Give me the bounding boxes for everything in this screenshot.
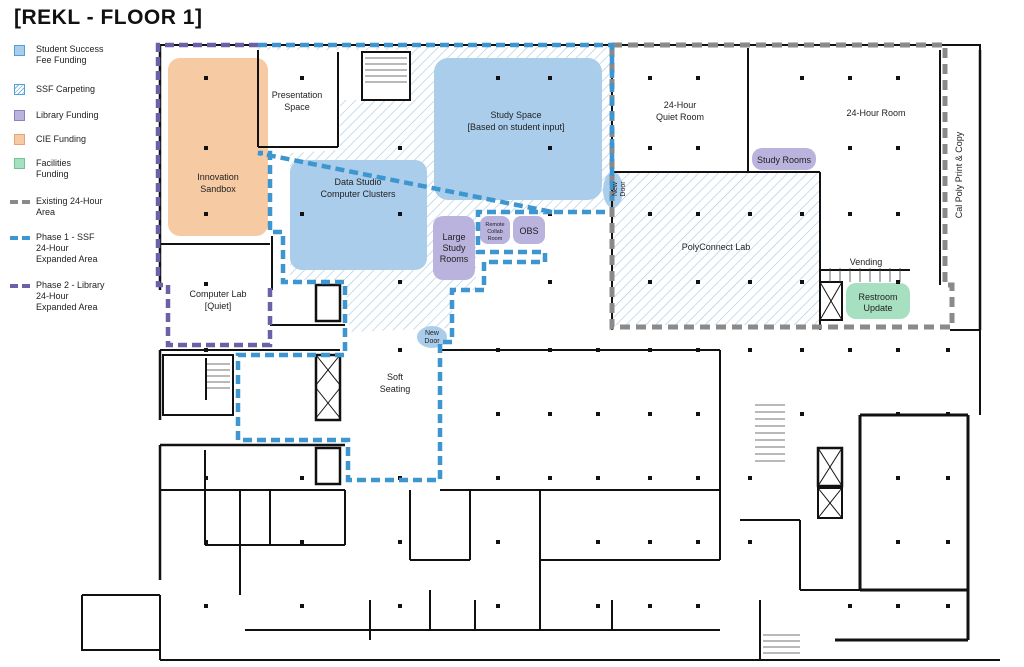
- obs-label: OBS: [519, 226, 538, 236]
- polyconnect-lab-label: PolyConnect Lab: [682, 242, 751, 252]
- legend-label: SSF Carpeting: [36, 84, 96, 94]
- funding-areas: [168, 58, 910, 348]
- legend-swatch: [14, 110, 25, 121]
- existing-24-hour-boundary: [609, 42, 955, 330]
- obs-area[interactable]: [513, 216, 545, 244]
- legend-swatch: [14, 84, 25, 95]
- remote-collab-area[interactable]: [480, 216, 510, 244]
- new-door-badge[interactable]: [417, 326, 447, 348]
- legend-swatch: [14, 158, 25, 169]
- legend-label: CIE Funding: [36, 134, 87, 144]
- 24-hour-room-label: 24-Hour Room: [846, 108, 905, 118]
- legend-dash: [10, 284, 30, 288]
- legend-label: Phase 2 - Library 24-Hour Expanded Area: [36, 280, 105, 312]
- phase-1-boundary: [235, 42, 615, 483]
- new-door-label: NewDoor: [612, 181, 627, 197]
- study-rooms-label: Study Rooms: [757, 155, 812, 165]
- legend-swatch: [14, 45, 25, 56]
- large-study-rooms-area[interactable]: [433, 216, 475, 280]
- legend-swatch: [14, 134, 25, 145]
- study-space-label: Study Space[Based on student input]: [467, 110, 564, 132]
- restroom-update-area[interactable]: [846, 283, 910, 319]
- print-copy-label: Cal Poly Print & Copy: [954, 131, 964, 218]
- study-rooms-area[interactable]: [752, 148, 816, 170]
- area-boundaries: [155, 42, 955, 483]
- map-title: [REKL - FLOOR 1]: [14, 6, 203, 29]
- legend-label: Existing 24-Hour Area: [36, 196, 103, 217]
- phase-2-boundary: [155, 42, 273, 348]
- legend-dash: [10, 200, 30, 204]
- innovation-sandbox-area[interactable]: [168, 58, 268, 236]
- computer-lab-label: Computer Lab[Quiet]: [189, 289, 246, 311]
- vending-label: Vending: [850, 257, 883, 267]
- legend-label: Library Funding: [36, 110, 99, 120]
- legend-label: Phase 1 - SSF 24-Hour Expanded Area: [36, 232, 98, 264]
- stairs: [207, 57, 901, 654]
- legend-label: Facilities Funding: [36, 158, 72, 179]
- legend-dash: [10, 236, 30, 240]
- legend-label: Student Success Fee Funding: [36, 44, 104, 65]
- study-space-area[interactable]: [434, 58, 602, 200]
- structural-columns: [204, 76, 950, 608]
- elevators: [315, 281, 843, 519]
- data-studio-area[interactable]: [290, 160, 427, 270]
